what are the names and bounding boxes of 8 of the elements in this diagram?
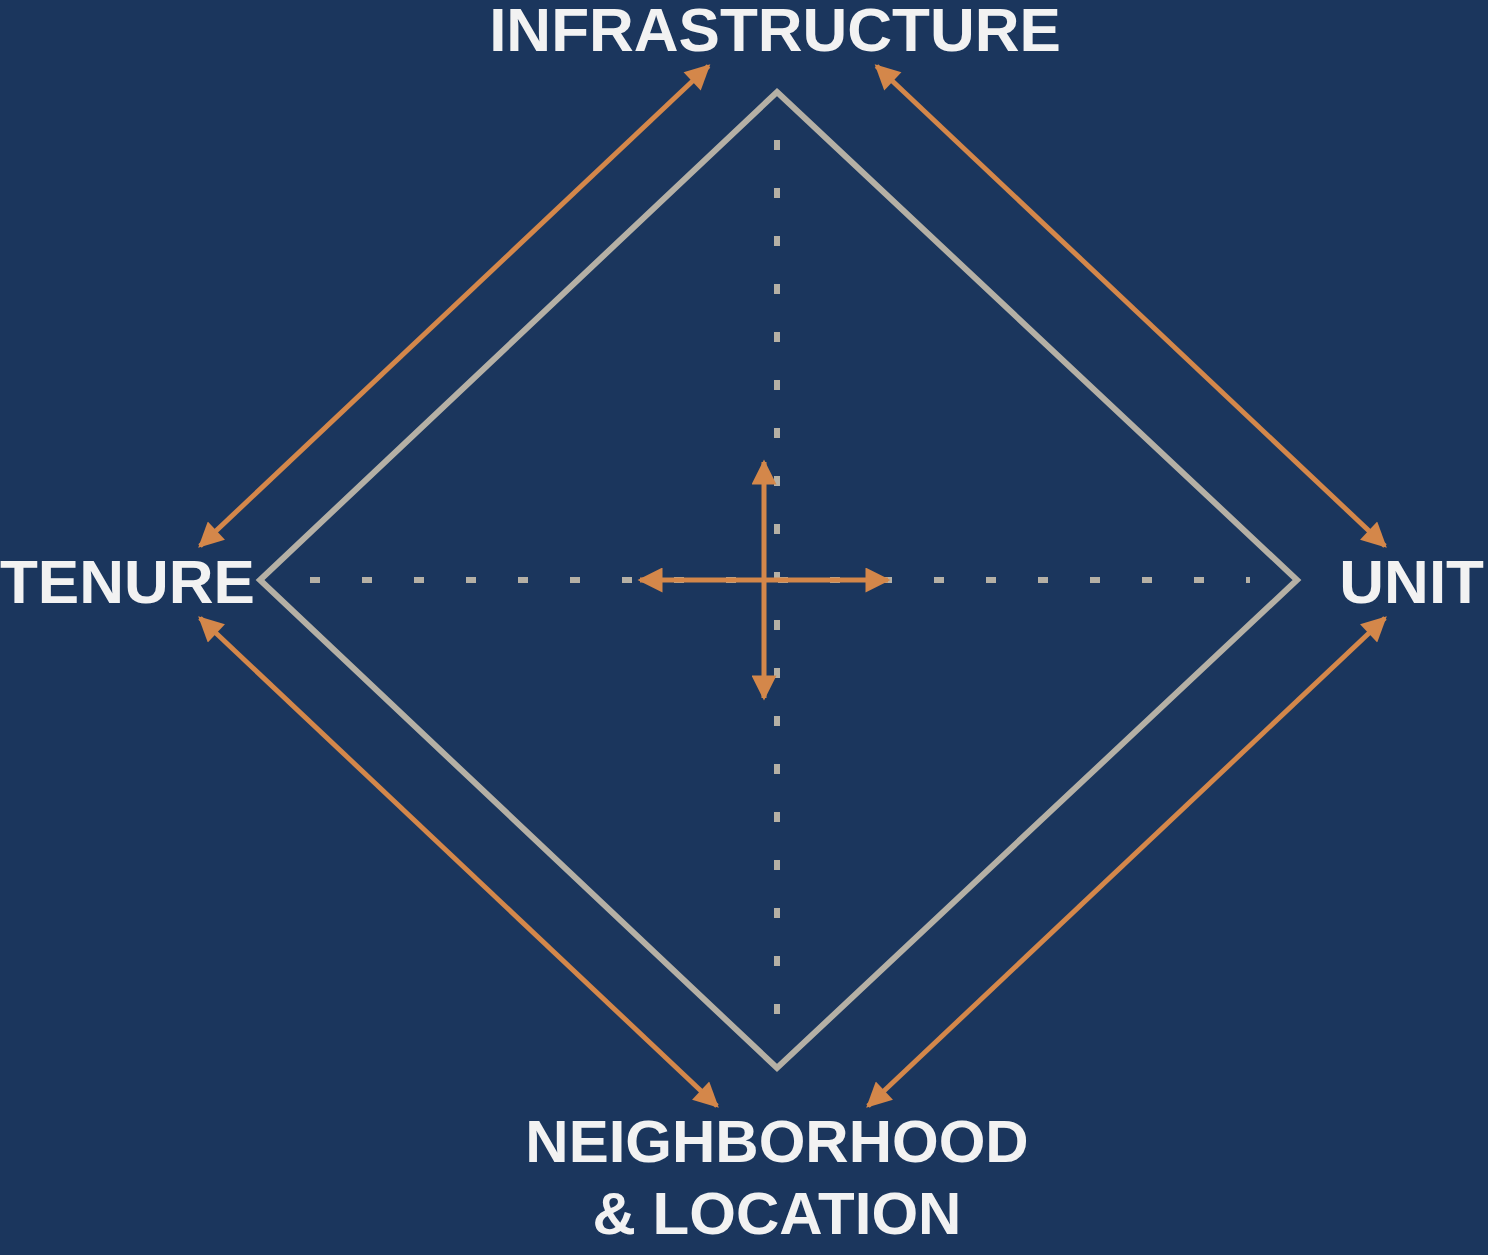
double-arrow <box>198 64 711 548</box>
double-arrow <box>874 64 1387 548</box>
double-arrow <box>198 616 719 1108</box>
corner-label: NEIGHBORHOOD & LOCATION <box>497 1106 1057 1250</box>
corner-label: TENURE <box>0 546 255 618</box>
corner-label: UNIT <box>1339 546 1484 618</box>
double-arrow <box>866 616 1387 1108</box>
corner-label: INFRASTRUCTURE <box>489 0 1061 66</box>
